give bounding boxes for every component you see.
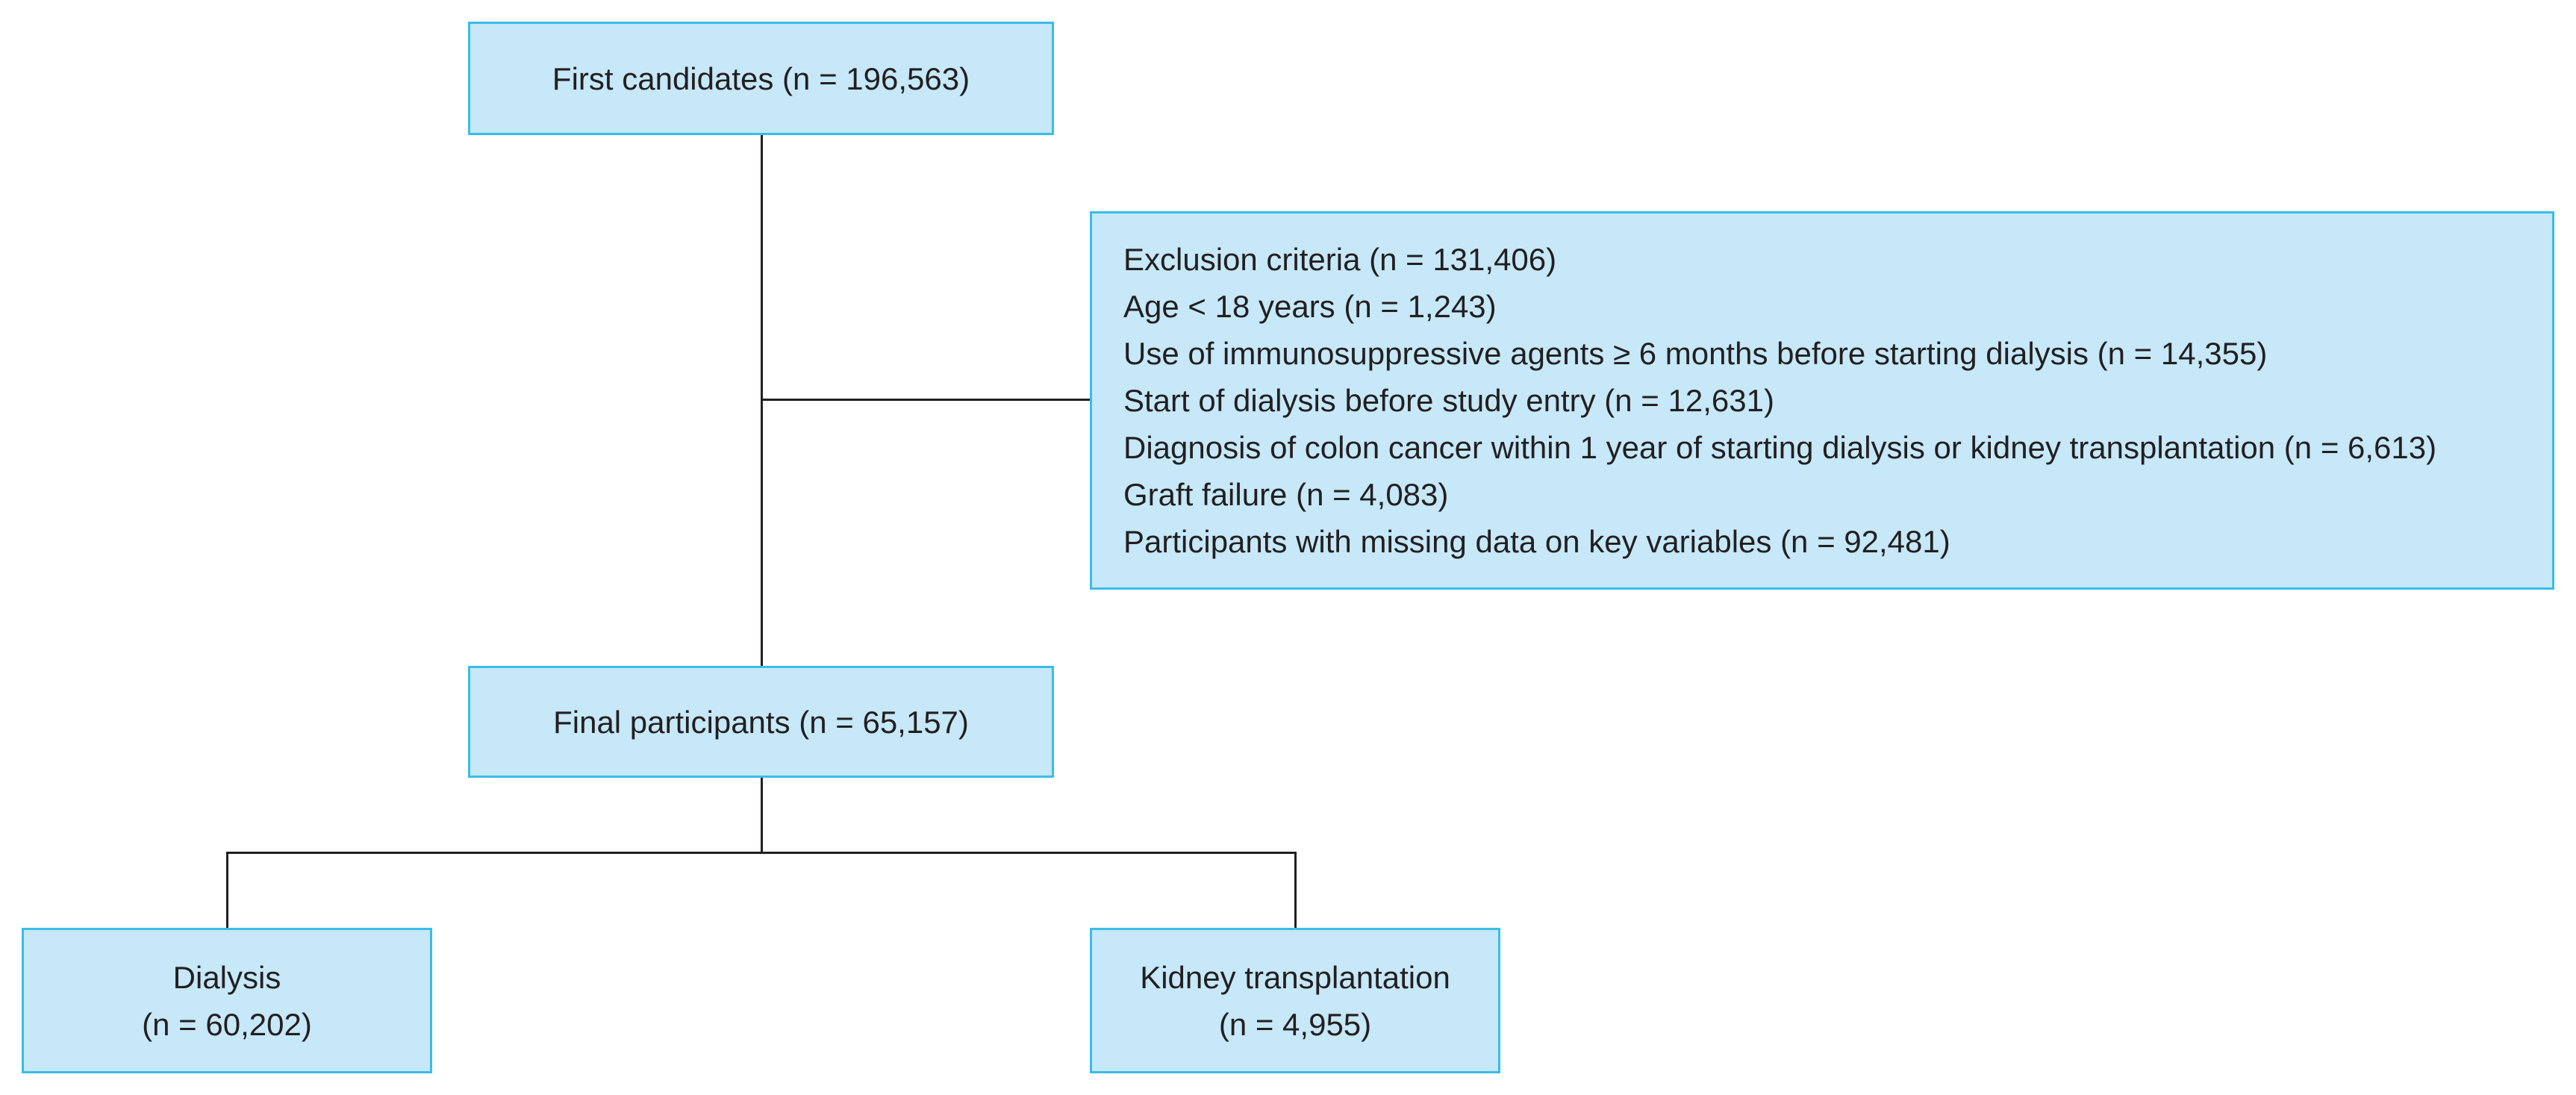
dialysis-box: Dialysis (n = 60,202) [22,928,432,1073]
connector-to-dialysis [226,852,228,928]
connector-to-exclusion [761,399,1090,401]
kidney-transplantation-box: Kidney transplantation (n = 4,955) [1090,928,1500,1073]
exclusion-age: Age < 18 years (n = 1,243) [1123,289,1497,324]
connector-to-kidney-transplantation [1294,852,1297,928]
exclusion-criteria-title: Exclusion criteria (n = 131,406) [1123,242,1557,277]
exclusion-dialysis-before-entry: Start of dialysis before study entry (n … [1123,383,1774,418]
dialysis-count: (n = 60,202) [142,1006,312,1042]
final-participants-label: Final participants (n = 65,157) [553,704,969,740]
first-candidates-box: First candidates (n = 196,563) [468,22,1054,135]
connector-split-horizontal [226,852,1297,854]
first-candidates-label: First candidates (n = 196,563) [552,60,970,96]
connector-final-to-split [761,778,763,854]
final-participants-box: Final participants (n = 65,157) [468,666,1054,778]
exclusion-immunosuppressive: Use of immunosuppressive agents ≥ 6 mont… [1123,336,2268,371]
exclusion-graft-failure: Graft failure (n = 4,083) [1123,477,1449,512]
exclusion-criteria-box: Exclusion criteria (n = 131,406) Age < 1… [1090,211,2554,590]
kidney-transplantation-label: Kidney transplantation [1140,959,1450,995]
dialysis-label: Dialysis [172,959,281,995]
exclusion-colon-cancer: Diagnosis of colon cancer within 1 year … [1123,430,2437,465]
kidney-transplantation-count: (n = 4,955) [1218,1006,1372,1042]
exclusion-missing-data: Participants with missing data on key va… [1123,524,1950,559]
